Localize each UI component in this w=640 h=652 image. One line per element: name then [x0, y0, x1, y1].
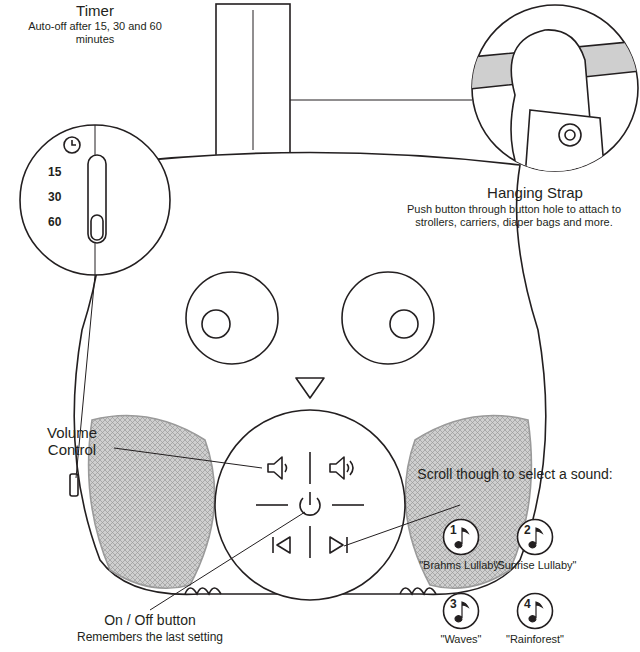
- leader-line: [290, 100, 472, 101]
- leader-line: [114, 448, 262, 468]
- strap-title: Hanging Strap: [440, 184, 630, 201]
- left-speaker-wing: [89, 416, 215, 589]
- sound-name: "Brahms Lullaby": [416, 559, 506, 571]
- volume-label: Volume Control: [30, 424, 114, 459]
- sound-button: 2"Sunrise Lullaby": [516, 518, 554, 556]
- note-icon: [529, 528, 542, 548]
- sound-name: "Sunrise Lullaby": [490, 559, 580, 571]
- timer-minutes: 60: [48, 215, 61, 229]
- timer-minutes: 30: [48, 190, 61, 204]
- sound-button: 3"Waves": [442, 592, 480, 630]
- sound-button: 4"Rainforest": [516, 592, 554, 630]
- sound-number: 3: [450, 597, 457, 611]
- sound-circle: [516, 518, 554, 556]
- leader-line: [150, 512, 305, 610]
- power-label: On / Off button: [40, 612, 260, 628]
- sound-circle: [516, 592, 554, 630]
- note-icon: [529, 602, 542, 622]
- sound-select-label: Scroll though to select a sound:: [410, 466, 620, 482]
- timer-inset: [20, 125, 170, 275]
- note-icon: [455, 528, 468, 548]
- hanging-strap: [216, 4, 290, 174]
- timer-dial: 15 30 60: [20, 125, 170, 275]
- timer-note: Auto-off after 15, 30 and 60 minutes: [20, 20, 170, 45]
- sound-circle: [442, 592, 480, 630]
- sound-number: 4: [524, 597, 531, 611]
- leader-line: [344, 505, 460, 546]
- power-note: Remembers the last setting: [30, 631, 270, 645]
- strap-note: Push button through button hole to attac…: [392, 203, 636, 228]
- sound-button: 1"Brahms Lullaby": [442, 518, 480, 556]
- sound-number: 2: [524, 523, 531, 537]
- timer-minutes: 15: [48, 165, 61, 179]
- timer-title: Timer: [40, 2, 150, 19]
- note-icon: [455, 602, 468, 622]
- control-panel: [215, 410, 405, 600]
- sound-number: 1: [450, 523, 457, 537]
- sound-name: "Rainforest": [490, 633, 580, 645]
- sound-circle: [442, 518, 480, 556]
- sound-name: "Waves": [416, 633, 506, 645]
